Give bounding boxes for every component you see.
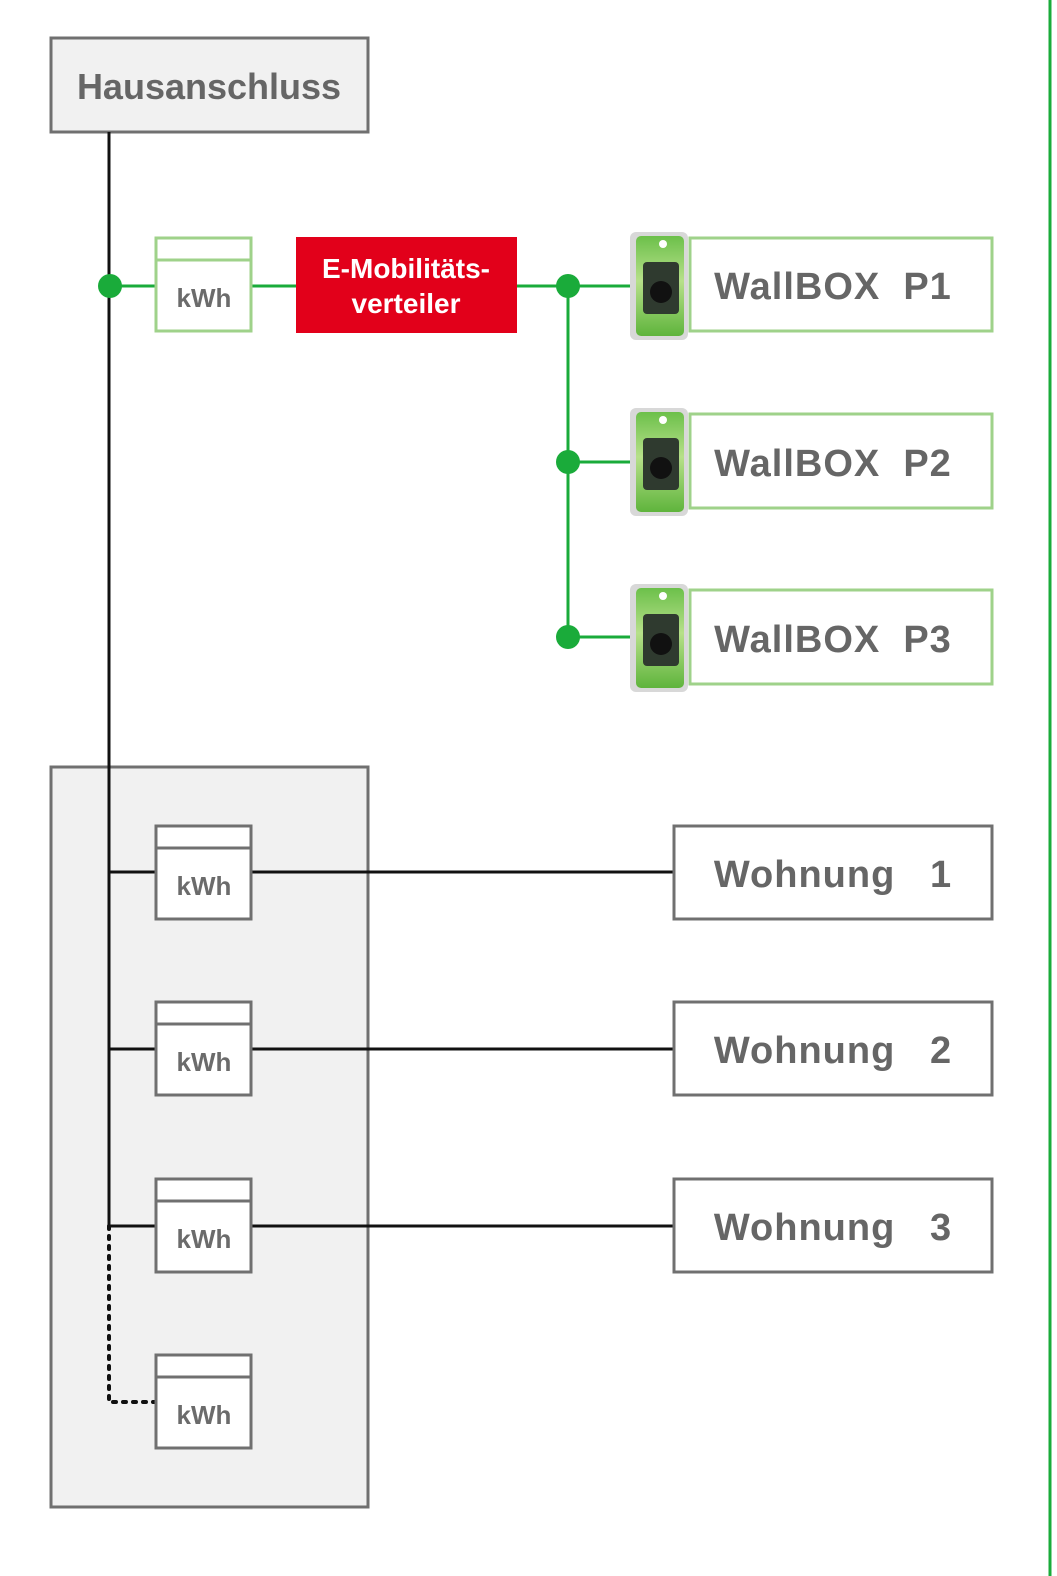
wallbox-charger-icon [630,408,688,516]
apartment-meter-3-label: kWh [177,1224,232,1254]
apartment-1-box: Wohnung 1 [672,824,994,921]
wallbox-charger-icon [630,584,688,692]
apartment-meter-2: kWh [154,1000,253,1097]
distributor-label-line1: E-Mobilitäts- [322,253,490,284]
wallbox-p1-label: WallBOX P1 [714,266,952,308]
emobility-distributor: E-Mobilitäts- verteiler [296,237,517,333]
distributor-label-line2: verteiler [352,288,461,319]
emobility-meter-label: kWh [177,283,232,313]
house-connection-box: Hausanschluss [49,36,370,134]
wallbox-p3-label: WallBOX P3 [714,619,952,661]
apartment-meter-3: kWh [154,1177,253,1274]
wallbox-p2-label: WallBOX P2 [714,443,952,485]
wallbox-p3: WallBOX P3 [630,584,994,692]
apartment-3-box: Wohnung 3 [672,1177,994,1274]
apartment-meter-4: kWh [154,1353,253,1450]
apartment-2-box: Wohnung 2 [672,1000,994,1097]
apartment-meter-1: kWh [154,824,253,921]
house-connection-label: Hausanschluss [77,66,341,107]
apartment-2-label: Wohnung 2 [714,1030,952,1072]
wallbox-node-2 [556,450,580,474]
wallbox-charger-icon [630,232,688,340]
wallbox-p2: WallBOX P2 [630,408,994,516]
branch-node [98,274,122,298]
emobility-meter: kWh [154,236,253,333]
dotted-extension-line [107,1224,158,1404]
wallbox-node-3 [556,625,580,649]
apartment-meter-1-label: kWh [177,871,232,901]
apartment-meter-2-label: kWh [177,1047,232,1077]
apartment-3-label: Wohnung 3 [714,1207,952,1249]
wallbox-p1: WallBOX P1 [630,232,994,340]
wallbox-node-1 [556,274,580,298]
apartment-1-label: Wohnung 1 [714,854,952,896]
apartment-meter-4-label: kWh [177,1400,232,1430]
